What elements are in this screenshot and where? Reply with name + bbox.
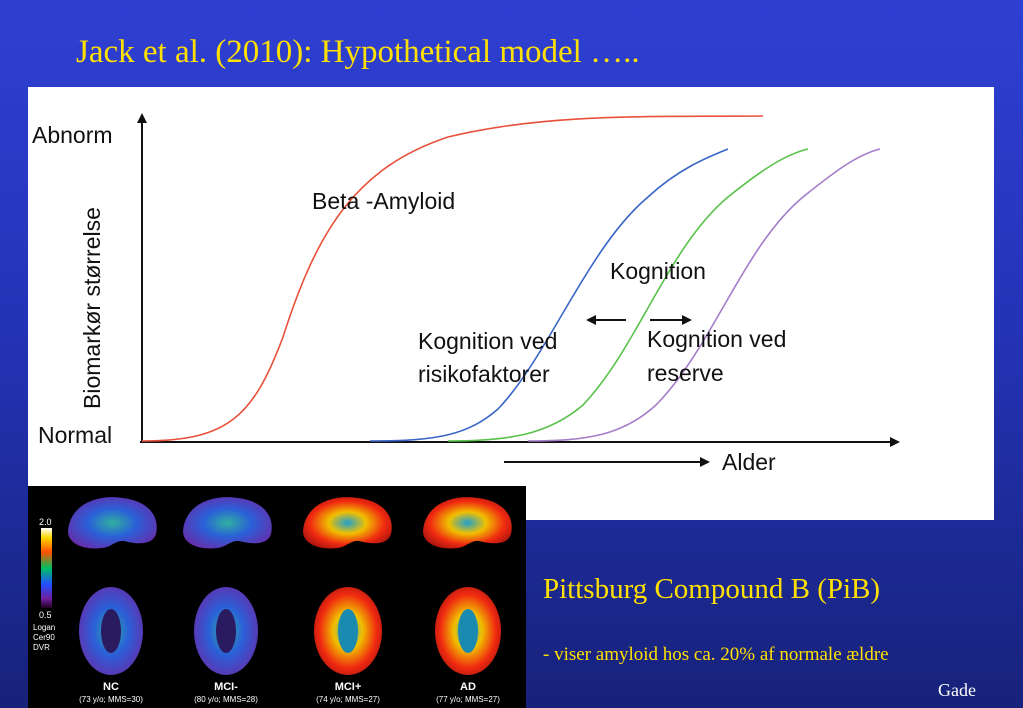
axial-ventricle-mci-minus [216,609,236,653]
group-detail-nc: (73 y/o; MMS=30) [79,695,143,704]
scale-min-label: 0.5 [39,610,52,620]
group-name-nc: NC [103,681,119,693]
sagittal-brain-ad [423,497,512,549]
kognition-reserve-label-line2: reserve [647,360,724,386]
pet-scan-svg: 2.0 0.5 Logan Cer90 DVR NC (73 y/o; MMS=… [33,497,512,704]
pet-column-mci-plus: MCI+ (74 y/o; MMS=27) [303,497,392,704]
group-detail-mci-minus: (80 y/o; MMS=28) [194,695,258,704]
group-detail-mci-plus: (74 y/o; MMS=27) [316,695,380,704]
group-name-mci-minus: MCI- [214,681,238,693]
axial-ventricle-ad [458,609,478,653]
author-credit: Gade [938,680,976,700]
slide-title: Jack et al. (2010): Hypothetical model …… [76,34,640,70]
kognition-risiko-label-line1: Kognition ved [418,328,557,354]
biomarker-model-diagram: Abnorm Normal Biomarkør størrelse Alder … [28,87,994,520]
y-top-label: Abnorm [32,122,113,148]
kognition-reserve-curve [527,148,881,442]
biomarker-model-svg: Abnorm Normal Biomarkør størrelse Alder … [32,113,900,475]
scale-max-label: 2.0 [39,517,52,527]
scale-title-dvr: DVR [33,643,50,652]
sagittal-brain-nc [68,497,157,549]
scale-title-cer90: Cer90 [33,633,55,642]
pet-column-ad: AD (77 y/o; MMS=27) [423,497,512,704]
axial-ventricle-mci-plus [338,609,358,653]
pet-column-nc: NC (73 y/o; MMS=30) [68,497,157,704]
x-axis-label: Alder [722,449,776,475]
kognition-risiko-label-line2: risikofaktorer [418,361,550,387]
sagittal-brain-mci-plus [303,497,392,549]
kognition-reserve-label-line1: Kognition ved [647,326,786,352]
dvr-color-scale [41,528,52,608]
group-name-mci-plus: MCI+ [335,681,362,693]
beta-amyloid-curve [141,115,764,442]
kognition-risiko-curve [369,148,729,442]
kognition-curve [447,148,809,442]
pib-note: - viser amyloid hos ca. 20% af normale æ… [543,644,889,665]
pet-column-mci-minus: MCI- (80 y/o; MMS=28) [183,497,272,704]
beta-amyloid-label: Beta -Amyloid [312,188,455,214]
sagittal-brain-mci-minus [183,497,272,549]
pib-title: Pittsburg Compound B (PiB) [543,573,881,605]
pib-pet-image-panel: 2.0 0.5 Logan Cer90 DVR NC (73 y/o; MMS=… [28,486,526,708]
y-bottom-label: Normal [38,422,112,448]
y-axis-label: Biomarkør størrelse [79,207,105,409]
axial-ventricle-nc [101,609,121,653]
scale-title-logan: Logan [33,623,55,632]
group-name-ad: AD [460,681,476,693]
kognition-label: Kognition [610,258,706,284]
group-detail-ad: (77 y/o; MMS=27) [436,695,500,704]
